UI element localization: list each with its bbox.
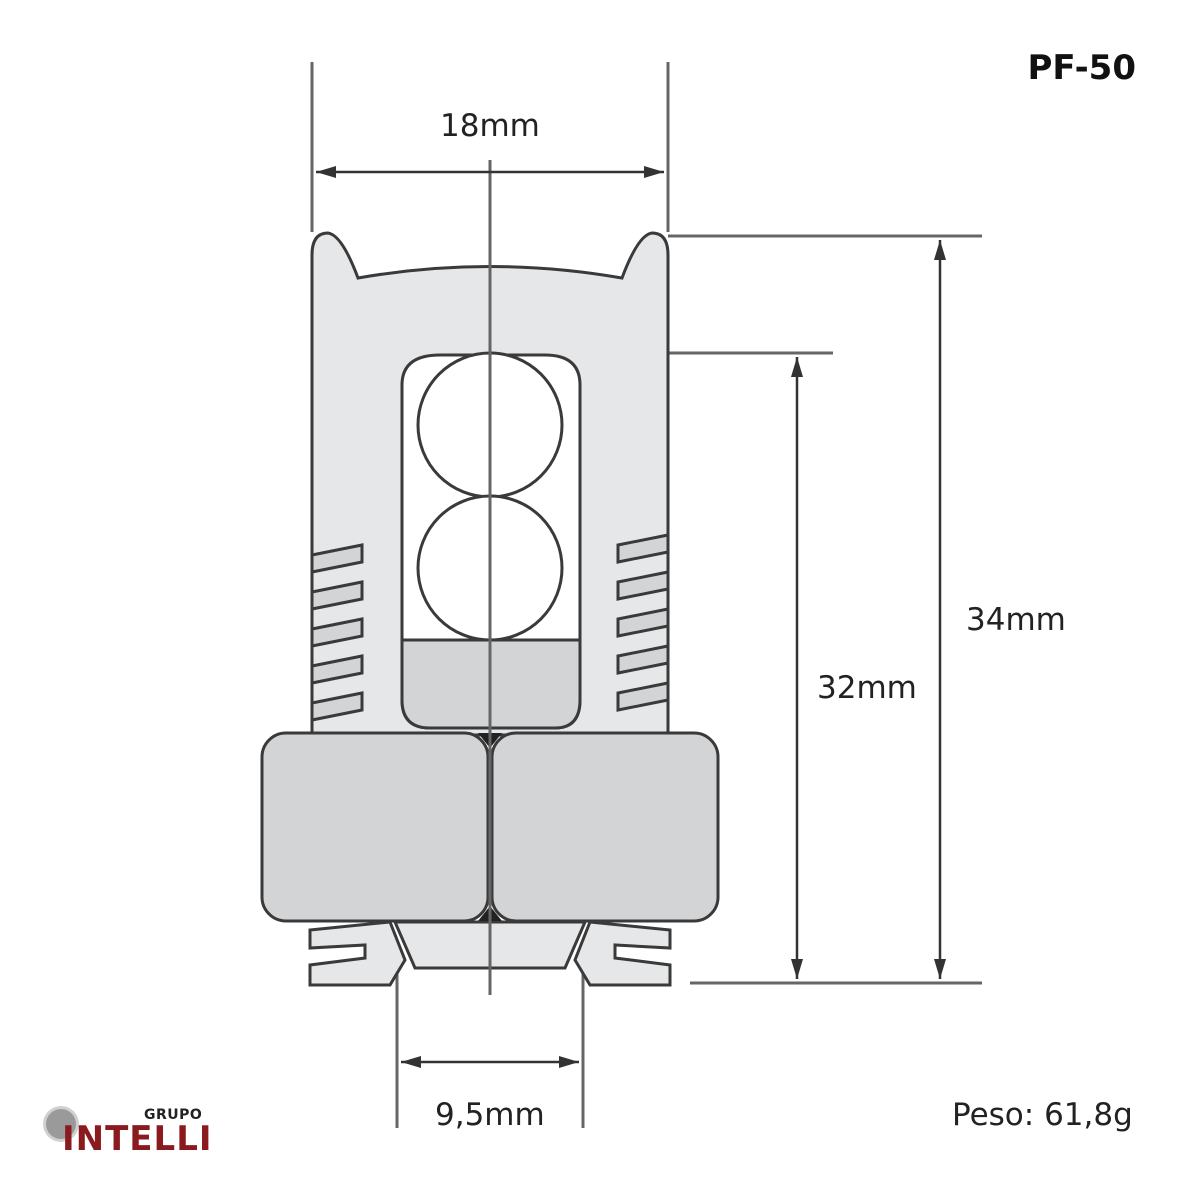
brand-name: INTELLI	[62, 1119, 213, 1159]
weight-label: Peso: 61,8g	[952, 1097, 1133, 1133]
lower-thread	[308, 920, 672, 987]
model-title: PF-50	[1027, 48, 1136, 88]
brand-logo: GRUPO INTELLI	[44, 1105, 214, 1165]
dimension-label-width-top: 18mm	[440, 108, 540, 144]
logo-circle-icon	[46, 1109, 76, 1139]
thread-left	[310, 543, 364, 722]
brand-group-label: GRUPO	[144, 1107, 203, 1123]
nut-right	[490, 731, 720, 923]
thread-right	[616, 533, 670, 712]
dimension-label-height-total: 34mm	[966, 602, 1066, 638]
dimension-label-width-bottom: 9,5mm	[435, 1097, 545, 1133]
nut-left	[260, 731, 490, 923]
dimension-label-height-inner: 32mm	[817, 670, 917, 706]
